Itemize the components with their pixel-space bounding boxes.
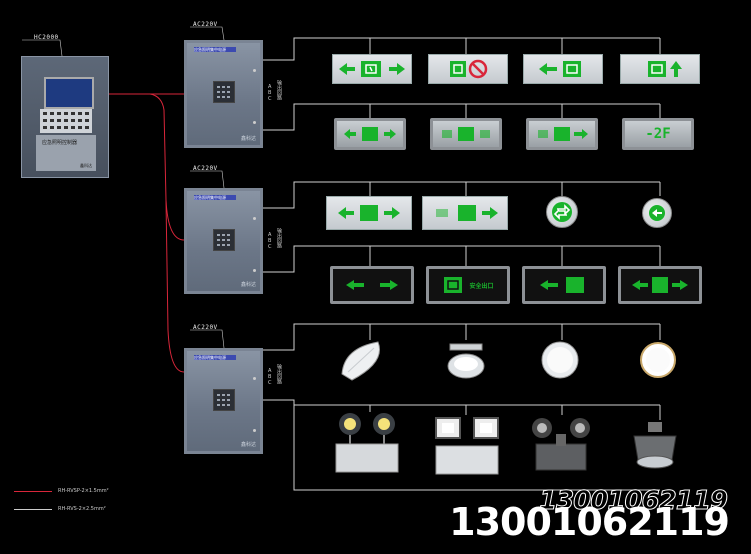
sign-exit-up-arrow [620, 54, 700, 84]
ceiling-panel-light-icon [341, 341, 380, 381]
sign-exit-left-arrow [523, 54, 603, 84]
panel-sign-exit-both [326, 196, 412, 230]
hanging-exit-text: 安全出口 [469, 282, 494, 290]
controller-brand: 鑫科达 [80, 163, 92, 168]
controller-keypad [40, 109, 92, 133]
hanging-sign-exit-text: 安全出口 [426, 266, 510, 304]
controller-nameplate: 应急照明控制器 鑫科达 [36, 135, 96, 171]
sign-exit-both-arrows [332, 54, 412, 84]
framed-sign-exit-right [526, 118, 598, 150]
controller-tag: HC2000 [34, 34, 59, 41]
round-sign-left-arrow [642, 198, 672, 228]
box-1-keypad [213, 81, 235, 103]
round-sign-return-arrow [546, 196, 578, 228]
hanging-sign-exit-both [618, 266, 702, 304]
box-1-tag: AC220V [193, 21, 218, 28]
controller-screen [44, 77, 94, 109]
box-2-brand: 鑫科达 [240, 282, 256, 288]
hanging-sign-exit-left [522, 266, 606, 304]
box-2-side-label: 输出回路 [276, 228, 282, 248]
box-2-tag: AC220V [193, 165, 218, 172]
box-1-label: 应急照明集中电源 [194, 47, 236, 52]
legend-line-power [14, 509, 52, 510]
box-2-label: 应急照明集中电源 [194, 195, 236, 200]
box-3-side-label: 输出回路 [276, 364, 282, 384]
watermark-outline: 13001062119 [539, 486, 729, 517]
box-1-brand: 鑫科达 [240, 136, 256, 142]
emergency-lighting-controller: 应急照明控制器 鑫科达 [21, 56, 109, 178]
hanging-sign-arrows-both [330, 266, 414, 304]
recessed-downlight-icon [447, 343, 485, 379]
framed-sign-exit-text [430, 118, 502, 150]
box-2-keypad [213, 229, 235, 251]
box-3-tag: AC220V [193, 324, 218, 331]
floor-indicator-sign: -2F [622, 118, 694, 150]
framed-sign-exit-both [334, 118, 406, 150]
explosion-proof-twin-light-icon [532, 418, 590, 471]
slim-downlight-icon [640, 342, 676, 378]
twin-spot-emergency-light-icon [335, 413, 399, 473]
watermark-phone: 13001062119 [449, 500, 730, 544]
flat-round-light-icon [541, 341, 579, 379]
power-box-1: 应急照明集中电源 鑫科达 [184, 40, 263, 148]
panel-sign-exit-right [422, 196, 508, 230]
controller-panel-text: 应急照明控制器 [42, 140, 78, 146]
floor-indicator-text: -2F [645, 126, 671, 142]
explosion-proof-bay-light-icon [633, 422, 677, 469]
box-1-side-label: 输出回路 [276, 80, 282, 100]
legend-signal-text: RH-RVSP-2×1.5mm² [58, 488, 109, 494]
power-box-2: 应急照明集中电源 鑫科达 [184, 188, 263, 294]
legend-power-text: RH-RVS-2×2.5mm² [58, 506, 106, 512]
box-3-brand: 鑫科达 [240, 442, 256, 448]
box-3-keypad [213, 389, 235, 411]
twin-square-emergency-light-icon [435, 417, 499, 475]
sign-exit-no-entry [428, 54, 508, 84]
box-3-label: 应急照明集中电源 [194, 355, 236, 360]
legend-line-signal [14, 491, 52, 492]
power-box-3: 应急照明集中电源 鑫科达 [184, 348, 263, 454]
